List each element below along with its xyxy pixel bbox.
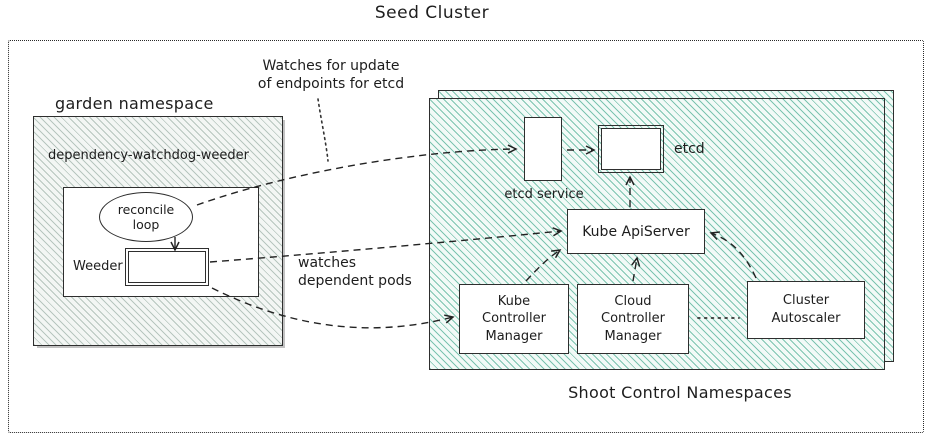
annotation-watches-pods: watches dependent pods (298, 255, 412, 290)
weeder-box (124, 247, 210, 287)
kube-controller-manager-box: Kube Controller Manager (459, 284, 569, 354)
etcd-label: etcd (674, 141, 705, 157)
seed-cluster-title: Seed Cluster (374, 3, 490, 23)
dependency-watchdog-weeder-label: dependency-watchdog-weeder (48, 148, 249, 163)
garden-namespace-label: garden namespace (55, 94, 214, 113)
cloud-controller-manager-box: Cloud Controller Manager (577, 284, 689, 354)
weeder-label: Weeder (73, 259, 123, 274)
etcd-box (597, 124, 665, 174)
etcd-service-label: etcd service (504, 187, 584, 202)
reconcile-loop-ellipse: reconcile loop (99, 192, 193, 242)
seed-cluster-boundary (8, 40, 924, 433)
etcd-service-box (524, 117, 562, 181)
kube-apiserver-box: Kube ApiServer (567, 209, 705, 254)
annotation-watches-endpoints: Watches for update of endpoints for etcd (257, 58, 405, 93)
shoot-namespaces-label: Shoot Control Namespaces (568, 383, 792, 402)
cluster-autoscaler-box: Cluster Autoscaler (747, 281, 865, 339)
